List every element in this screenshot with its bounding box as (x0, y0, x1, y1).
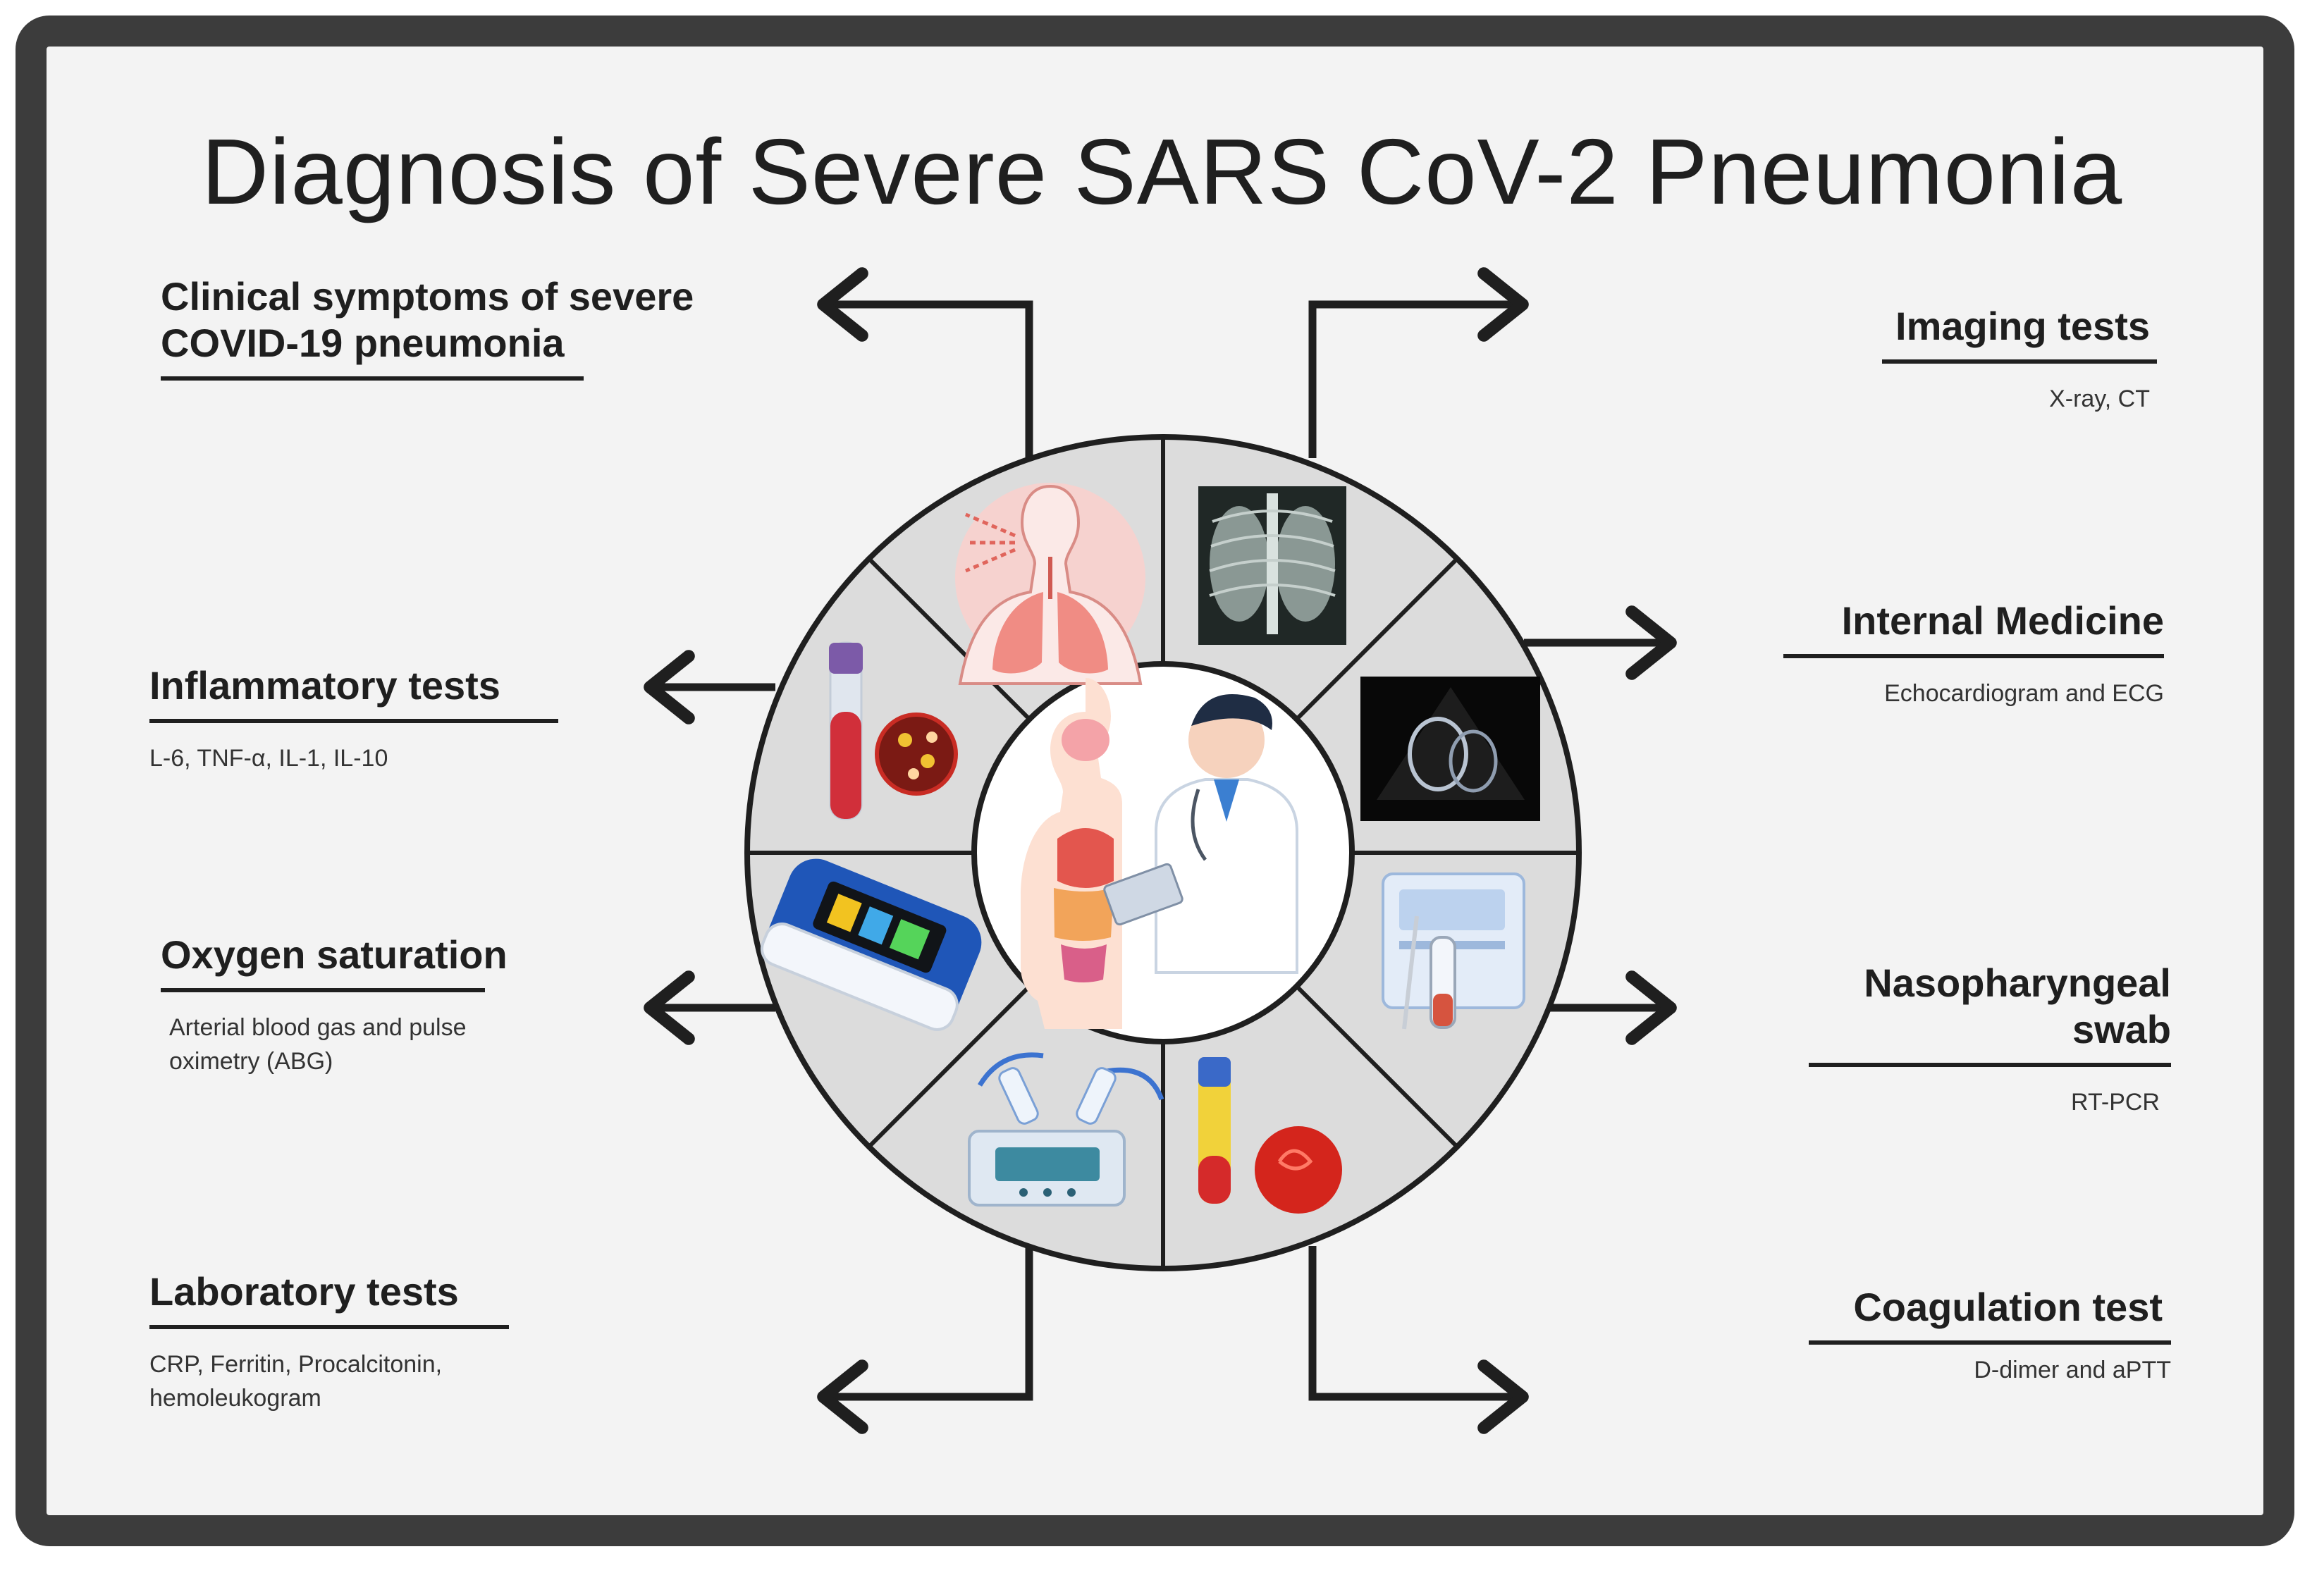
clinical-symptoms-heading: Clinical symptoms of severe COVID-19 pne… (161, 274, 694, 365)
diagram-title: Diagnosis of Severe SARS CoV-2 Pneumonia (201, 120, 2123, 223)
inflammatory-tests-underline (149, 719, 558, 723)
connector-lines (644, 267, 1677, 1434)
imaging-tests-block: Imaging tests X-ray, CT (1812, 303, 2157, 416)
nasopharyngeal-swab-underline (1809, 1063, 2171, 1067)
clinical-symptoms-underline (161, 376, 584, 381)
doctor-anatomy-icon (1021, 678, 1298, 1029)
nasopharyngeal-swab-detail: RT-PCR (2071, 1089, 2160, 1116)
imaging-tests-heading: Imaging tests (1895, 304, 2150, 348)
oxygen-saturation-heading: Oxygen saturation (161, 932, 508, 977)
inflammatory-tests-detail: L-6, TNF-α, IL-1, IL-10 (149, 745, 388, 772)
internal-medicine-heading: Internal Medicine (1841, 598, 2164, 643)
inflammatory-tests-heading: Inflammatory tests (149, 663, 500, 708)
laboratory-tests-heading: Laboratory tests (149, 1269, 459, 1314)
clinical-symptoms-block: Clinical symptoms of severe COVID-19 pne… (161, 273, 739, 381)
arrow-laboratory-tests (817, 1246, 1033, 1434)
lungs-respiratory-icon (955, 483, 1145, 685)
laboratory-tests-block: Laboratory tests CRP, Ferritin, Procalci… (149, 1269, 544, 1415)
nasopharyngeal-swab-heading: Nasopharyngeal swab (1864, 961, 2171, 1051)
oxygen-saturation-block: Oxygen saturation Arterial blood gas and… (161, 932, 555, 1078)
imaging-tests-underline (1882, 359, 2157, 364)
coagulation-test-underline (1809, 1340, 2171, 1345)
blood-tube-cells-icon (829, 641, 958, 820)
oxygen-saturation-detail: Arterial blood gas and pulse oximetry (A… (169, 1014, 467, 1075)
internal-medicine-detail: Echocardiogram and ECG (1884, 680, 2164, 707)
nasopharyngeal-swab-block: Nasopharyngeal swab RT-PCR (1769, 960, 2171, 1119)
chest-xray-icon (1198, 486, 1346, 645)
blood-tube-clot-icon (1198, 1057, 1342, 1214)
coagulation-test-block: Coagulation test D-dimer and aPTT (1769, 1284, 2171, 1387)
coagulation-test-detail: D-dimer and aPTT (1974, 1357, 2171, 1383)
imaging-tests-detail: X-ray, CT (2049, 385, 2150, 412)
echocardiogram-icon (1360, 677, 1540, 821)
coagulation-test-heading: Coagulation test (1853, 1285, 2163, 1329)
oxygen-saturation-underline (161, 988, 485, 992)
internal-medicine-underline (1783, 654, 2164, 658)
inflammatory-tests-block: Inflammatory tests L-6, TNF-α, IL-1, IL-… (149, 662, 586, 775)
laboratory-tests-detail: CRP, Ferritin, Procalcitonin, hemoleukog… (149, 1351, 443, 1412)
pcr-analyzer-swab-icon (1382, 872, 1525, 1030)
centrifuge-lab-icon (968, 1052, 1164, 1207)
laboratory-tests-underline (149, 1325, 509, 1329)
arrow-imaging-tests (1308, 267, 1529, 458)
pulse-oximeter-icon (760, 858, 982, 1031)
internal-medicine-block: Internal Medicine Echocardiogram and ECG (1741, 598, 2164, 710)
arrow-clinical-symptoms (817, 267, 1033, 458)
arrow-coagulation-test (1308, 1246, 1529, 1434)
diagram-frame (16, 16, 2294, 1546)
